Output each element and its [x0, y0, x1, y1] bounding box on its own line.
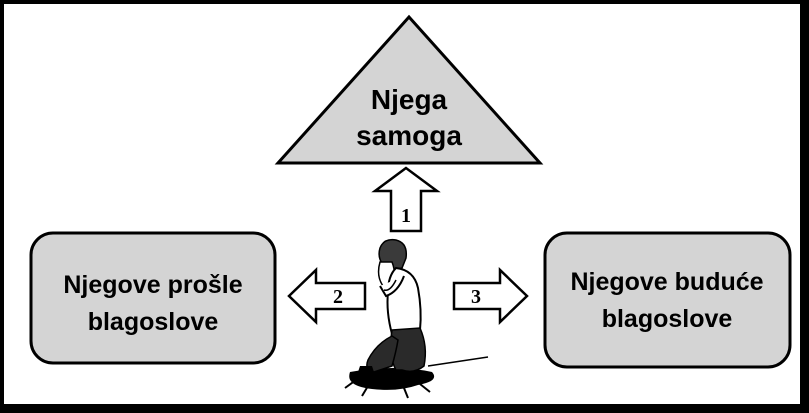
right-box-label-line2: blagoslove [602, 305, 733, 333]
right-arrow-icon: 3 [452, 267, 529, 325]
right-box-label-line1: Njegove buduće [570, 268, 763, 296]
triangle-node: Njega samoga [274, 14, 544, 165]
left-box-shape [29, 231, 277, 365]
left-box-label-line2: blagoslove [88, 308, 219, 336]
kneeling-praying-man-icon [344, 238, 489, 399]
triangle-label-line1: Njega [371, 84, 448, 115]
left-box-label-line1: Njegove prošle [63, 271, 242, 299]
left-arrow-icon: 2 [287, 267, 367, 325]
right-box-node: Njegove buduće blagoslove [543, 231, 792, 369]
triangle-shape [274, 14, 544, 165]
right-box-shape [543, 231, 792, 369]
left-box-node: Njegove prošle blagoslove [29, 231, 277, 365]
right-arrow-number: 3 [471, 286, 481, 308]
left-arrow-number: 2 [333, 286, 343, 308]
up-arrow-icon: 1 [371, 166, 441, 233]
triangle-label-line2: samoga [356, 120, 462, 151]
up-arrow-number: 1 [401, 205, 411, 227]
